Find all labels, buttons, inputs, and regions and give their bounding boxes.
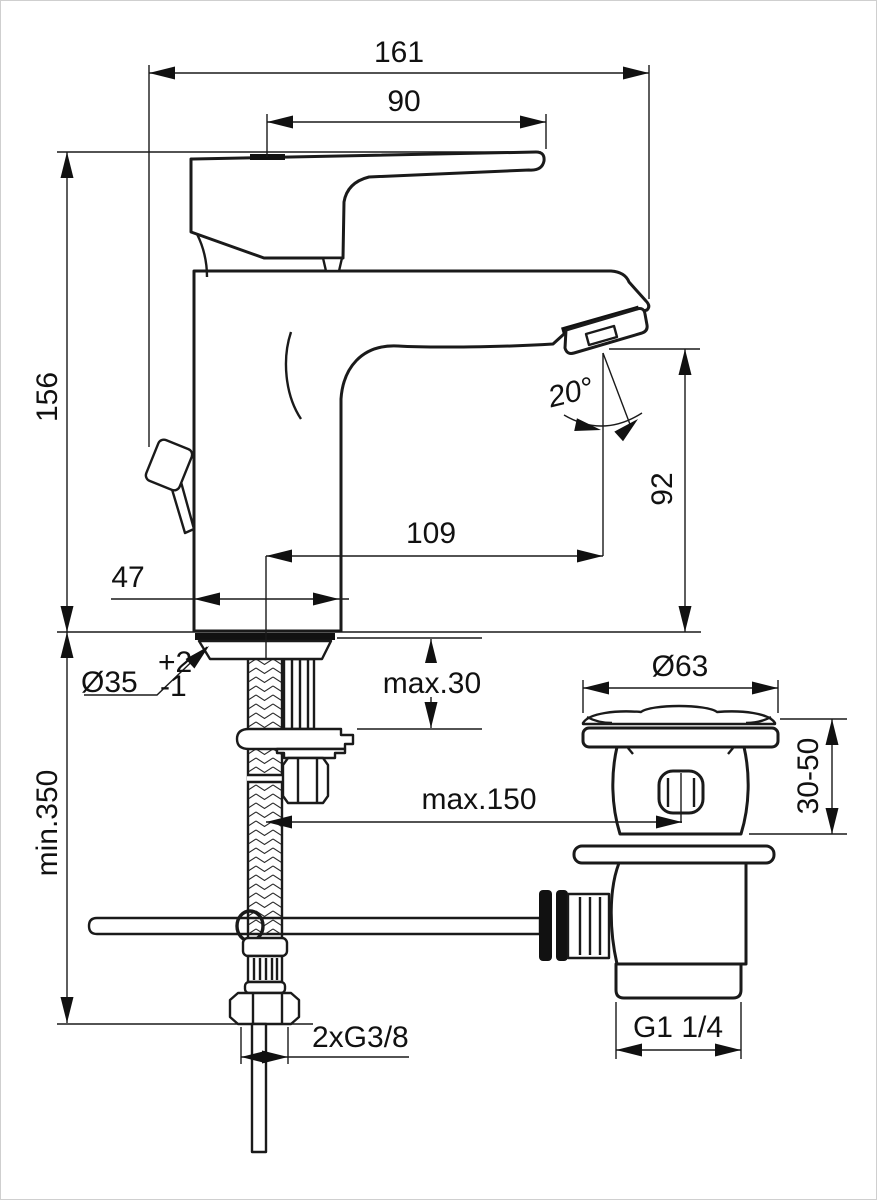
hose-tail-pipe xyxy=(250,1022,268,1154)
drain-lower-flange xyxy=(572,844,776,865)
base-gasket xyxy=(195,633,335,640)
hose-seam xyxy=(247,775,283,782)
drain-pull-rod xyxy=(87,916,542,936)
pop-up-drain xyxy=(539,704,780,1000)
rod-coupling-ring xyxy=(556,890,568,961)
supply-hose xyxy=(228,659,301,1154)
handle-depth-label: 90 xyxy=(387,85,420,118)
mounting-hardware xyxy=(235,657,355,805)
dimension-arrowheads xyxy=(60,66,839,1064)
spout-reach-label: 109 xyxy=(406,517,456,550)
handle-neck xyxy=(321,256,344,273)
base-flange xyxy=(197,639,333,661)
neck-shadow-line xyxy=(284,331,302,420)
drain-tailpiece xyxy=(609,861,748,966)
hose-collar xyxy=(243,980,287,995)
body-height-label: 156 xyxy=(31,372,64,422)
handle-lever xyxy=(189,150,546,260)
hose-nut xyxy=(228,991,301,1026)
rod-coupling-ring xyxy=(539,890,552,961)
dimension-labels: 161 90 156 min.350 47 109 92 20° Ø35 +2 … xyxy=(31,36,825,1054)
drain-thread-section xyxy=(614,962,743,1000)
label-mask xyxy=(379,663,485,697)
rod-coupling-sleeve xyxy=(566,892,611,960)
clamp-range-label: 30-50 xyxy=(792,738,825,815)
faucet-handle xyxy=(189,150,546,278)
aerator-outlet xyxy=(584,324,619,347)
supply-thread-label: 2xG3/8 xyxy=(312,1021,409,1054)
faucet-body xyxy=(192,269,651,633)
base-depth-label: 47 xyxy=(111,561,144,594)
washer-step xyxy=(275,747,347,760)
knob xyxy=(144,438,194,492)
body-shoulder-line xyxy=(195,233,209,278)
drain-plug-cap xyxy=(581,704,777,726)
outlet-height-label: 92 xyxy=(646,472,679,505)
mounting-nut xyxy=(281,756,330,805)
rod-max-length-label: max.150 xyxy=(421,783,536,816)
waste-thread-label: G1 1/4 xyxy=(633,1011,723,1044)
overall-depth-label: 161 xyxy=(374,36,424,69)
body-outline xyxy=(192,269,651,633)
hole-tolerance-minus-label: -1 xyxy=(160,670,187,703)
horseshoe-washer xyxy=(235,727,355,751)
drain-diameter-label: Ø63 xyxy=(652,650,709,683)
hole-diameter-label: Ø35 xyxy=(81,666,138,699)
hose-min-length-label: min.350 xyxy=(31,770,64,877)
drain-flange xyxy=(581,726,780,749)
hose-ferrule xyxy=(241,936,289,958)
deck-thickness-label: max.30 xyxy=(383,667,481,700)
hole-tolerance-plus-label: +2 xyxy=(158,646,192,679)
drain-pull-knob xyxy=(144,438,196,535)
faucet-base xyxy=(195,633,335,661)
outlet-angle-label: 20° xyxy=(544,371,597,414)
